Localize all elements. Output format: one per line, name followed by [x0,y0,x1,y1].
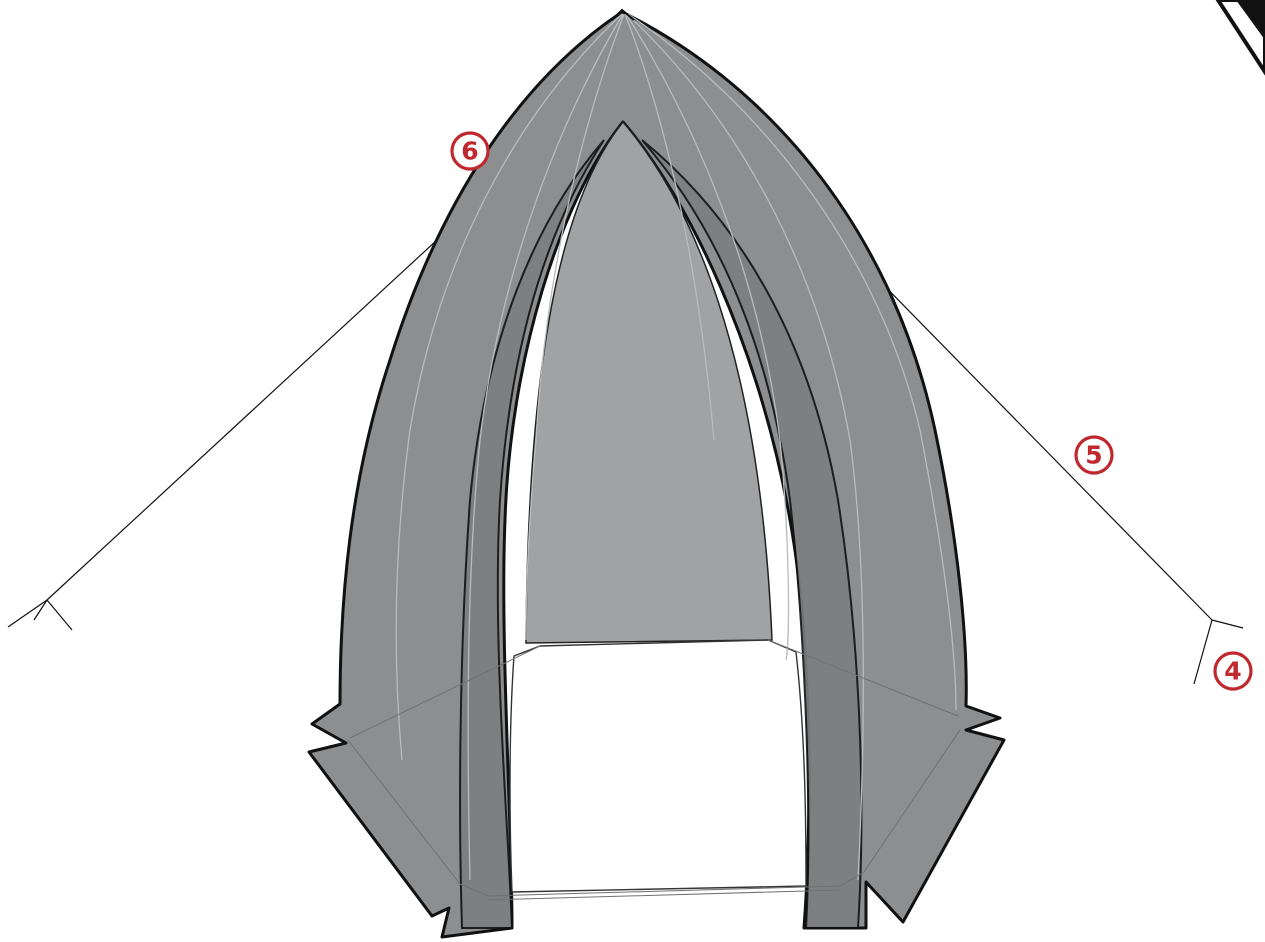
guy-line-left [46,227,451,601]
right-inner-panel [641,139,863,929]
tent-apex [611,8,635,21]
tent-floor-opening [509,639,807,893]
tent [307,8,1006,939]
callout-5-number: 5 [1085,441,1102,470]
callout-4-number: 4 [1224,657,1241,686]
callout-4: 4 [1213,651,1253,691]
tent-poles [347,13,961,901]
callout-6-number: 6 [461,137,478,166]
left-inner-panel [459,139,605,929]
callout-6: 6 [450,131,490,171]
stake-right [1193,619,1244,685]
corner-badge [1215,0,1265,76]
stake-left [7,599,73,631]
callout-5: 5 [1074,435,1114,475]
tent-interior-back [525,120,773,644]
